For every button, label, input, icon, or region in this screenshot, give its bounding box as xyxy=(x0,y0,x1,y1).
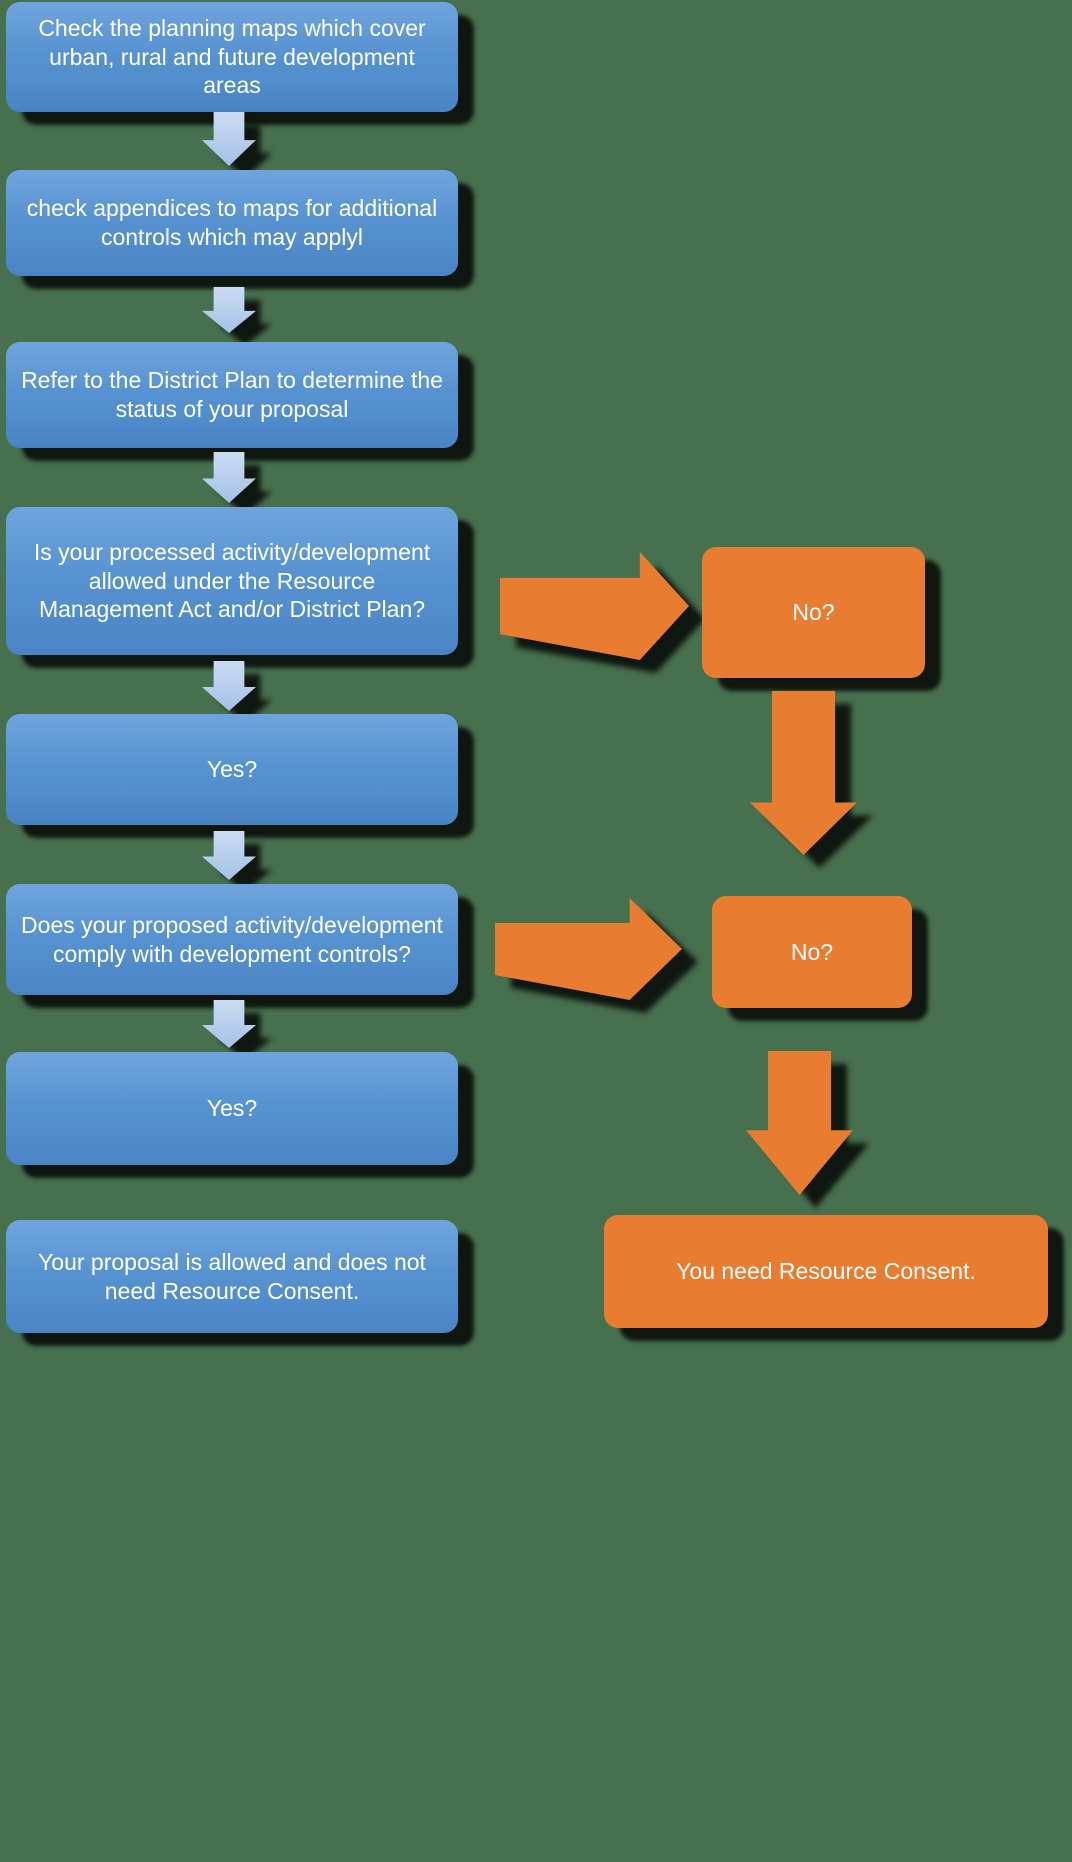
down-arrow-icon xyxy=(202,112,256,166)
down-arrow-connector-4 xyxy=(202,661,256,711)
right-arrow-icon xyxy=(495,898,682,1000)
right-arrow-to-no-1 xyxy=(500,552,689,660)
orange-down-arrow-2 xyxy=(746,1051,853,1195)
flow-box-check-appendices: check appendices to maps for additional … xyxy=(6,170,458,276)
down-arrow-icon xyxy=(202,1000,256,1048)
flow-box-label: Check the planning maps which cover urba… xyxy=(38,14,426,99)
down-arrow-icon xyxy=(202,831,256,880)
flow-box-yes-2: Yes? xyxy=(6,1052,458,1165)
down-arrow-connector-2 xyxy=(202,287,256,333)
flow-box-yes-1: Yes? xyxy=(6,714,458,825)
flow-box-no-2: No? xyxy=(712,896,912,1008)
right-arrow-icon xyxy=(500,552,689,660)
flow-box-check-planning-maps: Check the planning maps which cover urba… xyxy=(6,2,458,112)
flow-box-consent-required-result: You need Resource Consent. xyxy=(604,1215,1048,1328)
flow-box-no-1: No? xyxy=(702,547,925,678)
down-arrow-icon xyxy=(202,452,256,503)
down-arrow-icon xyxy=(202,661,256,711)
flow-box-label: Is your processed activity/development a… xyxy=(33,538,431,623)
flow-box-refer-district-plan: Refer to the District Plan to determine … xyxy=(6,342,458,448)
flow-box-label: No? xyxy=(792,599,835,626)
right-arrow-to-no-2 xyxy=(495,898,682,1000)
flow-box-label: You need Resource Consent. xyxy=(676,1258,976,1285)
down-arrow-connector-5 xyxy=(202,831,256,880)
down-arrow-connector-3 xyxy=(202,452,256,503)
down-arrow-connector-1 xyxy=(202,112,256,166)
flow-box-proposal-allowed-result: Your proposal is allowed and does not ne… xyxy=(6,1220,458,1333)
down-arrow-icon xyxy=(202,287,256,333)
flow-box-label: Does your proposed activity/development … xyxy=(21,911,443,967)
flow-box-label: Refer to the District Plan to determine … xyxy=(21,367,443,422)
flow-box-label: No? xyxy=(790,938,834,965)
flow-box-activity-allowed-question: Is your processed activity/development a… xyxy=(6,507,458,655)
down-arrow-connector-6 xyxy=(202,1000,256,1048)
flow-box-comply-controls-question: Does your proposed activity/development … xyxy=(6,884,458,995)
flow-box-label: Yes? xyxy=(206,1095,258,1122)
flow-box-label: Your proposal is allowed and does not ne… xyxy=(38,1248,426,1304)
down-arrow-icon xyxy=(750,691,857,855)
down-arrow-icon xyxy=(746,1051,853,1195)
flow-box-label: check appendices to maps for additional … xyxy=(26,195,438,250)
orange-down-arrow-1 xyxy=(750,691,857,855)
flow-box-label: Yes? xyxy=(206,756,258,783)
